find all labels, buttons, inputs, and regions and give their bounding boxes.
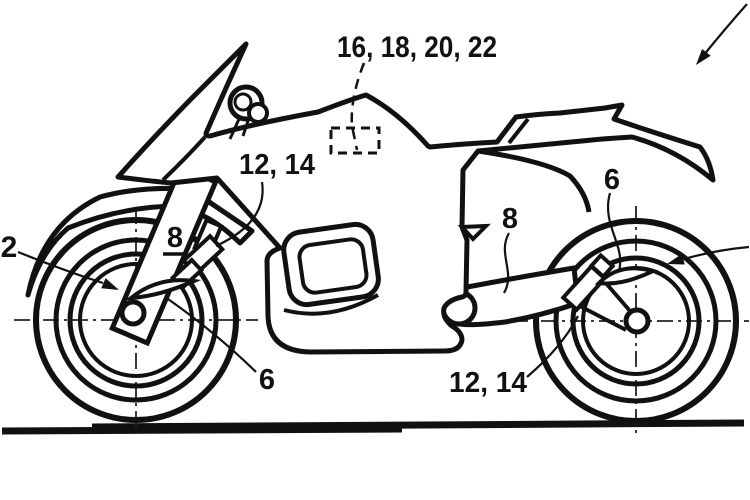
label-rear-carrier: 8 <box>502 203 518 235</box>
label-front-lever: 6 <box>259 364 275 396</box>
mirror-joint <box>249 104 267 122</box>
arrow-top-right-curve <box>703 4 747 56</box>
arrowhead-vehicle <box>101 278 119 290</box>
label-assembly-group: 16, 18, 20, 22 <box>337 31 497 64</box>
rear-cowl-edge <box>478 151 589 212</box>
label-rear-actuator-group: 12, 14 <box>449 367 527 399</box>
arrowhead-top-right <box>696 49 711 65</box>
label-front-carrier: 8 <box>167 222 183 254</box>
label-front-actuator-group: 12, 14 <box>239 149 315 181</box>
label-vehicle: 2 <box>1 231 18 264</box>
front-axle <box>122 302 144 324</box>
label-rear-lever: 6 <box>604 164 620 196</box>
rear-axle <box>626 310 648 332</box>
ground-line <box>2 423 744 431</box>
arrowhead-rear-rim <box>667 254 685 265</box>
